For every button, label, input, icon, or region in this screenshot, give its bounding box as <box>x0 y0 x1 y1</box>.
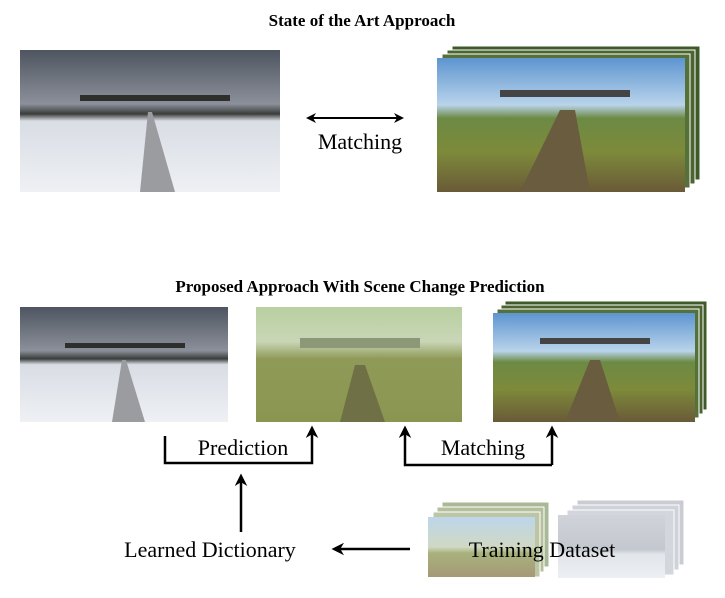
title-state-of-art: State of the Art Approach <box>269 11 456 30</box>
training-dataset-label: Training Dataset <box>469 537 615 562</box>
winter-query-image <box>20 50 280 192</box>
title-proposed: Proposed Approach With Scene Change Pred… <box>175 277 545 296</box>
prediction-arrow-icon <box>163 425 319 465</box>
training-summer-stack <box>428 501 550 578</box>
predicted-summer-image <box>256 307 462 422</box>
matching-arrow-left-icon <box>398 425 552 467</box>
summer-database-stack <box>437 45 701 192</box>
prediction-label: Prediction <box>198 435 288 460</box>
training-winter-stack <box>558 499 685 578</box>
summer-database-stack-2 <box>493 300 708 422</box>
matching-label-bottom: Matching <box>441 435 525 460</box>
learned-dictionary-label: Learned Dictionary <box>124 537 296 562</box>
matching-label-top: Matching <box>318 129 402 154</box>
winter-query-image-2 <box>20 307 228 422</box>
